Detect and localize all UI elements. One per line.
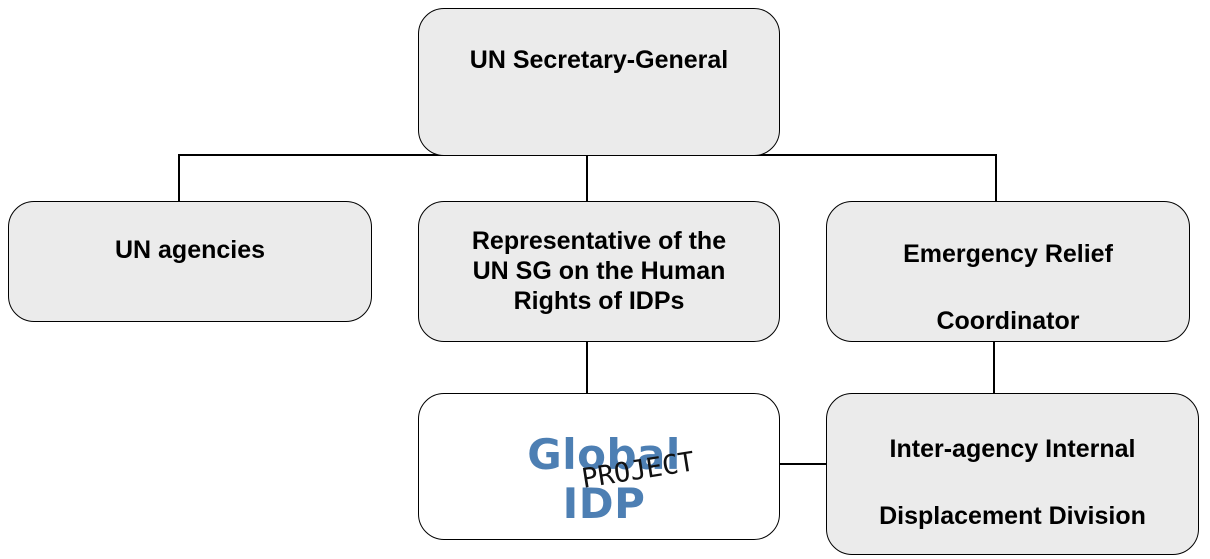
node-erc-line-2: Coordinator xyxy=(936,307,1080,335)
global-idp-project-logo: Global IDP PROJECT xyxy=(474,422,724,528)
node-iadd-line-1: Inter-agency Internal xyxy=(889,435,1136,463)
logo-global-idp-text: Global IDP xyxy=(527,429,681,528)
node-un-agencies-label: UN agencies xyxy=(114,236,266,264)
node-secretary-general-label: UN Secretary-General xyxy=(469,45,729,74)
connector-erc-to-iadd xyxy=(993,342,995,393)
node-erc-line-1: Emergency Relief xyxy=(903,240,1113,268)
connector-to-agencies xyxy=(178,154,180,201)
node-secretary-general: UN Secretary-General xyxy=(418,8,780,156)
connector-global-to-iadd xyxy=(780,463,826,465)
node-representative-line-2: UN SG on the Human xyxy=(472,257,726,285)
node-inter-agency-division: Inter-agency Internal Displacement Divis… xyxy=(826,393,1199,555)
node-representative: Representative of the UN SG on the Human… xyxy=(418,201,780,342)
node-representative-line-1: Representative of the xyxy=(471,227,727,255)
node-emergency-relief-coordinator: Emergency Relief Coordinator xyxy=(826,201,1190,342)
node-global-idp-project: Global IDP PROJECT xyxy=(418,393,780,540)
connector-sg-down xyxy=(586,156,588,201)
node-representative-label: Representative of the UN SG on the Human… xyxy=(419,202,779,316)
node-iadd-line-2: Displacement Division xyxy=(879,502,1146,530)
node-un-agencies: UN agencies xyxy=(8,201,372,322)
connector-to-erc xyxy=(995,154,997,201)
node-representative-line-3: Rights of IDPs xyxy=(513,287,685,315)
connector-rep-to-global xyxy=(586,342,588,393)
